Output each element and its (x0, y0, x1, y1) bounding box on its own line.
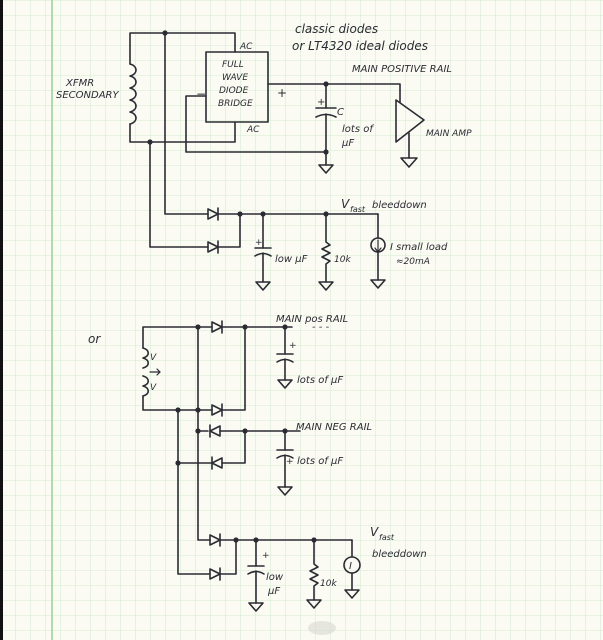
pos-cap-plus: + (289, 341, 297, 351)
vfast-rest-bottom: bleeddown (372, 549, 427, 560)
wire (217, 213, 241, 248)
cap-plus-label: + (317, 97, 325, 108)
low-cap-plus: + (255, 238, 263, 248)
ground-icon (400, 157, 418, 168)
bottom-circuit: V V MAIN pos RAIL - - - + lots of μF (142, 314, 427, 612)
wire (142, 326, 199, 349)
diode-icon (207, 241, 219, 253)
header-note-1: classic diodes (295, 22, 378, 36)
diode-icon (209, 568, 221, 580)
page-edge (0, 0, 3, 640)
bridge-ac-top: AC (239, 42, 253, 52)
cap-uf: μF (341, 138, 354, 149)
or-label: or (88, 332, 101, 346)
bridge-ac-bottom: AC (246, 125, 260, 135)
bridge-label-2: WAVE (222, 73, 248, 83)
vfast-v: V (341, 197, 350, 211)
vfast-sub: fast (350, 205, 366, 214)
neg-cap-plus: + (286, 457, 294, 467)
wire (164, 32, 209, 215)
bridge-label-4: BRIDGE (218, 99, 253, 109)
wire (197, 430, 211, 541)
ground-icon (318, 164, 334, 174)
main-positive-rail-wire (267, 83, 401, 103)
low-label-2: μF (267, 586, 280, 597)
resistor-10k (321, 213, 331, 283)
xfmr-coil-bottom (142, 375, 150, 397)
diode-icon (207, 208, 219, 220)
bridge-plus: + (277, 86, 287, 100)
low-cap-label: low μF (275, 254, 308, 265)
ground-icon (255, 281, 271, 291)
current-symbol: I (349, 561, 352, 572)
xfmr-secondary-coil (129, 63, 137, 125)
ground-icon (248, 602, 264, 612)
rail-continuation: - - - (312, 322, 330, 333)
ground-icon (306, 599, 322, 609)
junction (237, 211, 243, 217)
main-positive-rail-label: MAIN POSITIVE RAIL (352, 64, 452, 75)
xfmr-label-1: XFMR (65, 78, 94, 89)
small-load-label-2: ≈20mA (396, 257, 430, 267)
neg-cap-label: lots of μF (297, 456, 343, 467)
bridge-minus: − (196, 87, 206, 101)
wire-ac-top (129, 32, 236, 65)
coil-bottom-label: V (150, 383, 157, 393)
diode-bridge-box (205, 51, 269, 123)
resistor-10k-bottom (309, 539, 319, 601)
smudge-mark (308, 621, 336, 635)
xfmr-label-2: SECONDARY (56, 90, 119, 101)
wire (219, 539, 237, 575)
vfast-v-bottom: V (370, 525, 379, 539)
main-amp-symbol (395, 99, 425, 143)
bridge-label-3: DIODE (219, 86, 249, 96)
low-label-1: low (266, 572, 284, 583)
wire (177, 462, 211, 575)
wire (149, 141, 209, 248)
diode-icon (209, 534, 221, 546)
diode-icon (211, 321, 223, 333)
ground-icon (370, 279, 386, 289)
main-amp-label: MAIN AMP (426, 129, 472, 139)
junction (233, 537, 239, 543)
ground-icon (277, 379, 293, 389)
top-circuit: XFMR SECONDARY FULL WAVE DIODE BRIDGE AC… (56, 30, 472, 291)
ground-icon (277, 486, 293, 496)
center-tap-arrow-icon (149, 368, 161, 376)
res-10k-label-bottom: 10k (320, 579, 337, 589)
main-pos-rail-label: MAIN pos RAIL (276, 314, 348, 325)
small-load-label-1: I small load (390, 242, 448, 253)
bridge-label-1: FULL (222, 60, 244, 70)
wire (221, 430, 246, 464)
xfmr-coil-top (142, 347, 150, 369)
ground-icon (318, 281, 334, 291)
vfast-rest: bleeddown (372, 200, 427, 211)
vfast-sub-bottom: fast (379, 533, 395, 542)
coil-top-label: V (150, 353, 157, 363)
main-neg-rail-label: MAIN NEG RAIL (296, 422, 372, 433)
res-10k-label: 10k (334, 255, 351, 265)
cap-c-label: C (337, 107, 344, 118)
wire (221, 326, 246, 411)
cap-lots-of: lots of (342, 124, 374, 135)
bridge-minus-wire (185, 95, 327, 153)
pos-cap-label: lots of μF (297, 375, 343, 386)
low-cap-plus-bottom: + (262, 551, 270, 561)
junction (242, 324, 248, 330)
ground-icon (344, 589, 360, 599)
header-note-2: or LT4320 ideal diodes (292, 39, 428, 53)
junction (242, 428, 248, 434)
diode-icon (211, 404, 223, 416)
wire-ac-bottom (129, 121, 236, 143)
